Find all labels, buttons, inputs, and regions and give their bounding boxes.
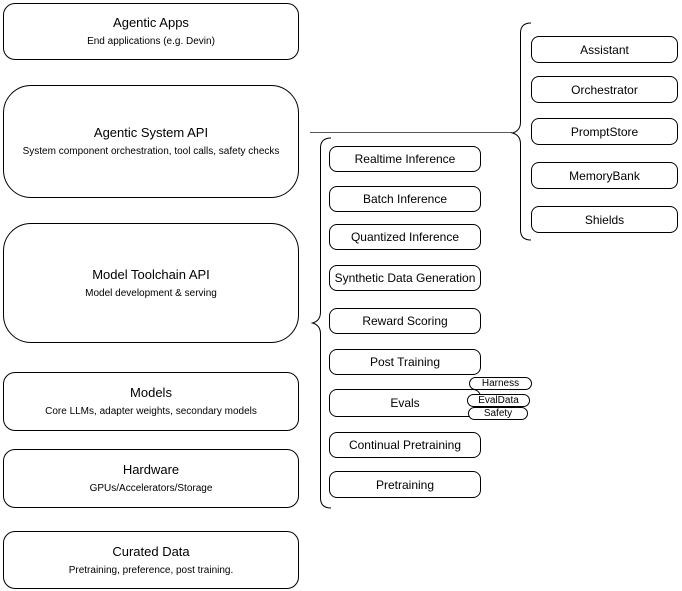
node-synthetic-data-generation: Synthetic Data Generation xyxy=(329,265,481,291)
node-pretraining: Pretraining xyxy=(329,471,481,498)
node-subtitle: End applications (e.g. Devin) xyxy=(87,36,215,47)
node-quantized-inference: Quantized Inference xyxy=(329,224,481,250)
node-orchestrator: Orchestrator xyxy=(531,76,678,103)
node-label: Realtime Inference xyxy=(354,152,456,166)
node-batch-inference: Batch Inference xyxy=(329,186,481,212)
node-shields: Shields xyxy=(531,206,678,233)
node-title: Models xyxy=(130,385,172,400)
node-label: Synthetic Data Generation xyxy=(334,271,476,285)
node-subtitle: GPUs/Accelerators/Storage xyxy=(89,483,213,494)
node-reward-scoring: Reward Scoring xyxy=(329,308,481,334)
node-label: Post Training xyxy=(369,355,441,369)
tag-label: EvalData xyxy=(478,394,519,406)
node-label: Continual Pretraining xyxy=(348,438,462,452)
node-label: Assistant xyxy=(580,42,629,57)
node-subtitle: Model development & serving xyxy=(85,287,217,299)
node-model-toolchain-api: Model Toolchain API Model development & … xyxy=(3,223,299,343)
node-label: PromptStore xyxy=(570,124,639,139)
node-label: Reward Scoring xyxy=(362,314,448,328)
node-subtitle: Core LLMs, adapter weights, secondary mo… xyxy=(45,406,257,417)
node-continual-pretraining: Continual Pretraining xyxy=(329,432,481,458)
tag-safety: Safety xyxy=(468,407,528,420)
node-models: Models Core LLMs, adapter weights, secon… xyxy=(3,372,299,431)
node-memorybank: MemoryBank xyxy=(531,162,678,189)
tag-evaldata: EvalData xyxy=(467,394,530,407)
node-agentic-apps: Agentic Apps End applications (e.g. Devi… xyxy=(3,3,299,60)
node-agentic-system-api: Agentic System API System component orch… xyxy=(3,85,299,198)
node-subtitle: Pretraining, preference, post training. xyxy=(68,564,234,576)
node-title: Agentic System API xyxy=(93,125,209,140)
node-subtitle: System component orchestration, tool cal… xyxy=(22,146,280,157)
node-realtime-inference: Realtime Inference xyxy=(329,146,481,172)
node-title: Curated Data xyxy=(112,543,190,559)
node-label: Evals xyxy=(390,396,420,410)
node-label: Batch Inference xyxy=(362,192,448,206)
node-curated-data: Curated Data Pretraining, preference, po… xyxy=(3,531,299,589)
tag-label: Harness xyxy=(481,377,520,389)
node-assistant: Assistant xyxy=(531,36,678,63)
node-label: MemoryBank xyxy=(569,168,640,183)
tag-harness: Harness xyxy=(469,377,532,390)
tag-label: Safety xyxy=(483,407,513,419)
node-title: Model Toolchain API xyxy=(92,266,210,282)
node-title: Agentic Apps xyxy=(113,15,189,30)
node-label: Orchestrator xyxy=(571,82,638,97)
node-evals: Evals xyxy=(329,389,481,417)
node-label: Quantized Inference xyxy=(350,230,460,244)
system-components-brace xyxy=(510,22,532,241)
node-post-training: Post Training xyxy=(329,349,481,375)
node-hardware: Hardware GPUs/Accelerators/Storage xyxy=(3,449,299,508)
node-label: Shields xyxy=(584,212,625,227)
node-promptstore: PromptStore xyxy=(531,118,678,145)
node-label: Pretraining xyxy=(375,477,435,492)
node-title: Hardware xyxy=(122,462,180,477)
